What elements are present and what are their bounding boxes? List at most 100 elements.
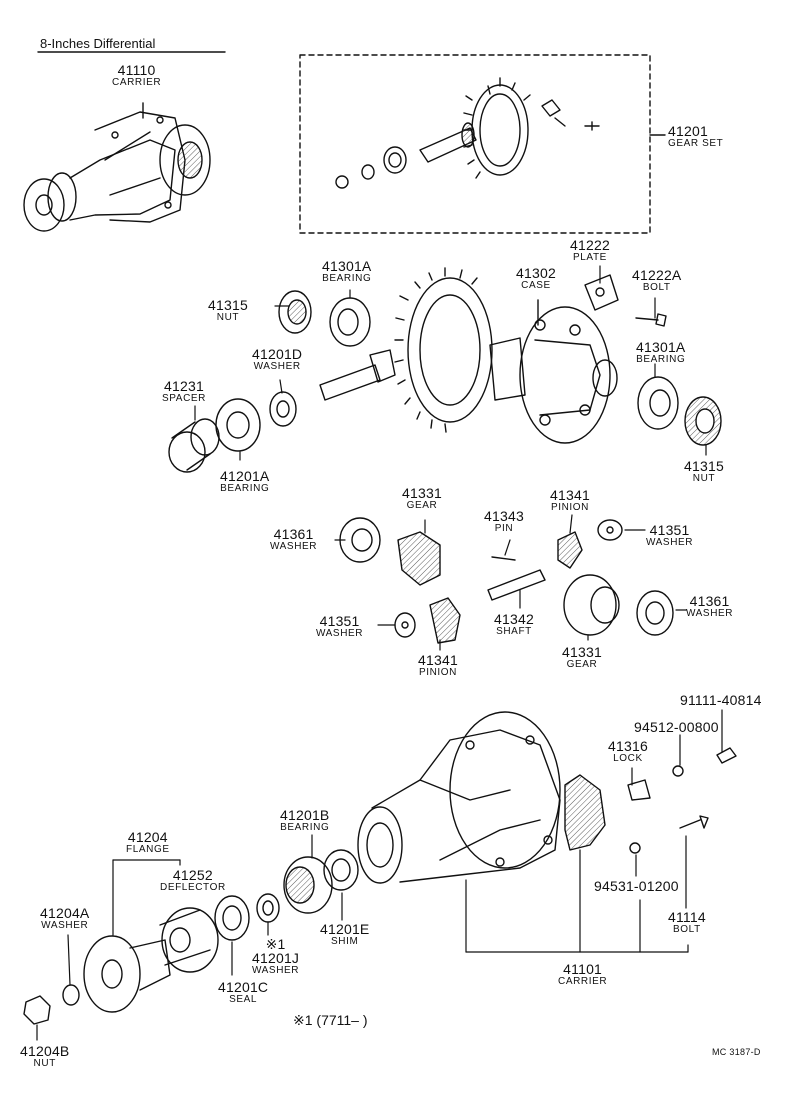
part-name: CASE — [521, 280, 551, 291]
part-name: GEAR SET — [668, 138, 724, 149]
part-name: GEAR — [406, 500, 438, 511]
differential-case-drawing — [319, 267, 618, 444]
callout-41302[interactable]: 41302 CASE — [516, 266, 556, 291]
footnote-serial-range: ※1 (7711– ) — [293, 1012, 368, 1028]
part-name: SPACER — [162, 393, 206, 404]
part-number: 41315 — [208, 297, 248, 313]
diagram-title: 8-Inches Differential — [40, 36, 156, 51]
part-number: 41301A — [322, 258, 372, 274]
callout-41361-right[interactable]: 41361 WASHER — [686, 594, 733, 619]
callout-41301a-right[interactable]: 41301A BEARING — [636, 340, 685, 365]
part-number: 41301A — [636, 339, 686, 355]
part-name: BOLT — [642, 282, 671, 293]
callout-41315-right[interactable]: 41315 NUT — [684, 459, 724, 484]
part-number: 41201A — [220, 468, 270, 484]
part-number: 41222A — [632, 267, 682, 283]
callout-41201[interactable]: 41201 GEAR SET — [668, 124, 723, 149]
part-number: 94531-01200 — [594, 878, 679, 894]
part-number: 41201 — [668, 123, 708, 139]
part-number: 41110 — [117, 62, 156, 78]
callout-41341-bottom[interactable]: 41341 PINION — [418, 653, 458, 678]
part-number: 41331 — [562, 644, 602, 660]
part-name: WASHER — [686, 608, 734, 619]
part-name: LOCK — [613, 753, 643, 764]
callout-41222[interactable]: 41222 PLATE — [570, 238, 610, 263]
callout-41204b[interactable]: 41204B NUT — [20, 1044, 69, 1069]
callout-41201c[interactable]: 41201C SEAL — [218, 980, 268, 1005]
callout-41201b[interactable]: 41201B BEARING — [280, 808, 329, 833]
part-name: PINION — [418, 667, 457, 678]
callout-41114[interactable]: 41114 BOLT — [668, 910, 706, 935]
part-name: DEFLECTOR — [160, 882, 226, 893]
callout-41343[interactable]: 41343 PIN — [484, 509, 524, 534]
callout-41331-top[interactable]: 41331 GEAR — [402, 486, 442, 511]
part-number: 41341 — [418, 652, 458, 668]
callout-41201e[interactable]: 41201E SHIM — [320, 922, 369, 947]
diagram-code: MC 3187-D — [712, 1047, 761, 1057]
part-number: 41222 — [570, 237, 610, 253]
part-number: 41302 — [516, 265, 556, 281]
callout-41301a-left[interactable]: 41301A BEARING — [322, 259, 371, 284]
callout-41201a[interactable]: 41201A BEARING — [220, 469, 269, 494]
callout-41201j[interactable]: ※1 41201J WASHER — [252, 937, 299, 976]
part-name: FLANGE — [126, 844, 170, 855]
callout-91111-40814[interactable]: 91111-40814 — [680, 693, 762, 707]
part-name: NUT — [692, 473, 716, 484]
part-name: NUT — [33, 1058, 56, 1069]
part-number: 41361 — [273, 526, 314, 542]
callout-94531-01200[interactable]: 94531-01200 — [594, 879, 679, 893]
callout-41341-top[interactable]: 41341 PINION — [550, 488, 590, 513]
gear-set-drawing — [335, 77, 600, 189]
part-number: 41316 — [608, 738, 648, 754]
callout-41315-left[interactable]: 41315 NUT — [208, 298, 248, 323]
part-number: 41114 — [668, 909, 706, 925]
part-number: 41201B — [280, 807, 330, 823]
part-name: PINION — [550, 502, 589, 513]
callout-41101[interactable]: 41101 CARRIER — [558, 962, 607, 987]
part-number: 41201E — [320, 921, 370, 937]
callout-41351-left[interactable]: 41351 WASHER — [316, 614, 363, 639]
part-name: SHAFT — [496, 626, 532, 637]
part-name: BEARING — [280, 822, 330, 833]
part-name: SHIM — [331, 936, 359, 947]
callout-41110[interactable]: 41110 CARRIER — [112, 63, 161, 88]
part-number: 41204B — [20, 1043, 70, 1059]
part-number: 94512-00800 — [634, 719, 719, 735]
carrier-top-drawing — [23, 102, 211, 232]
callout-41231[interactable]: 41231 SPACER — [162, 379, 206, 404]
part-name: CARRIER — [112, 77, 162, 88]
callout-94512-00800[interactable]: 94512-00800 — [634, 720, 719, 734]
part-name: CARRIER — [558, 976, 608, 987]
part-number: 41201D — [252, 346, 303, 362]
leader-lines — [36, 265, 723, 1041]
part-name: BEARING — [636, 354, 686, 365]
callout-41252[interactable]: 41252 DEFLECTOR — [160, 868, 226, 893]
callout-41361-left[interactable]: 41361 WASHER — [270, 527, 317, 552]
part-number: 41361 — [689, 593, 730, 609]
part-number: 41252 — [172, 867, 213, 883]
part-number: 41351 — [649, 522, 690, 538]
part-name: SEAL — [229, 994, 258, 1005]
part-number: 41342 — [494, 611, 534, 627]
part-name: BEARING — [220, 483, 270, 494]
part-number: 41315 — [684, 458, 724, 474]
part-name: BOLT — [673, 924, 701, 935]
footnote-mark: ※1 — [265, 936, 286, 952]
callout-41316[interactable]: 41316 LOCK — [608, 739, 648, 764]
part-name: NUT — [216, 312, 240, 323]
flange-parts-drawing — [23, 849, 359, 1025]
part-number: 41204A — [40, 905, 90, 921]
callout-41351-right[interactable]: 41351 WASHER — [646, 523, 693, 548]
callout-41204a[interactable]: 41204A WASHER — [40, 906, 89, 931]
part-number: 41341 — [550, 487, 590, 503]
callout-41204[interactable]: 41204 FLANGE — [126, 830, 170, 855]
callout-41222a[interactable]: 41222A BOLT — [632, 268, 681, 293]
part-number: 41101 — [563, 961, 603, 977]
part-name: WASHER — [270, 541, 318, 552]
callout-41342[interactable]: 41342 SHAFT — [494, 612, 534, 637]
gear-set-box — [299, 54, 651, 234]
callout-41201d[interactable]: 41201D WASHER — [252, 347, 302, 372]
callout-41331-bottom[interactable]: 41331 GEAR — [562, 645, 602, 670]
carrier-bottom-drawing — [357, 711, 737, 884]
